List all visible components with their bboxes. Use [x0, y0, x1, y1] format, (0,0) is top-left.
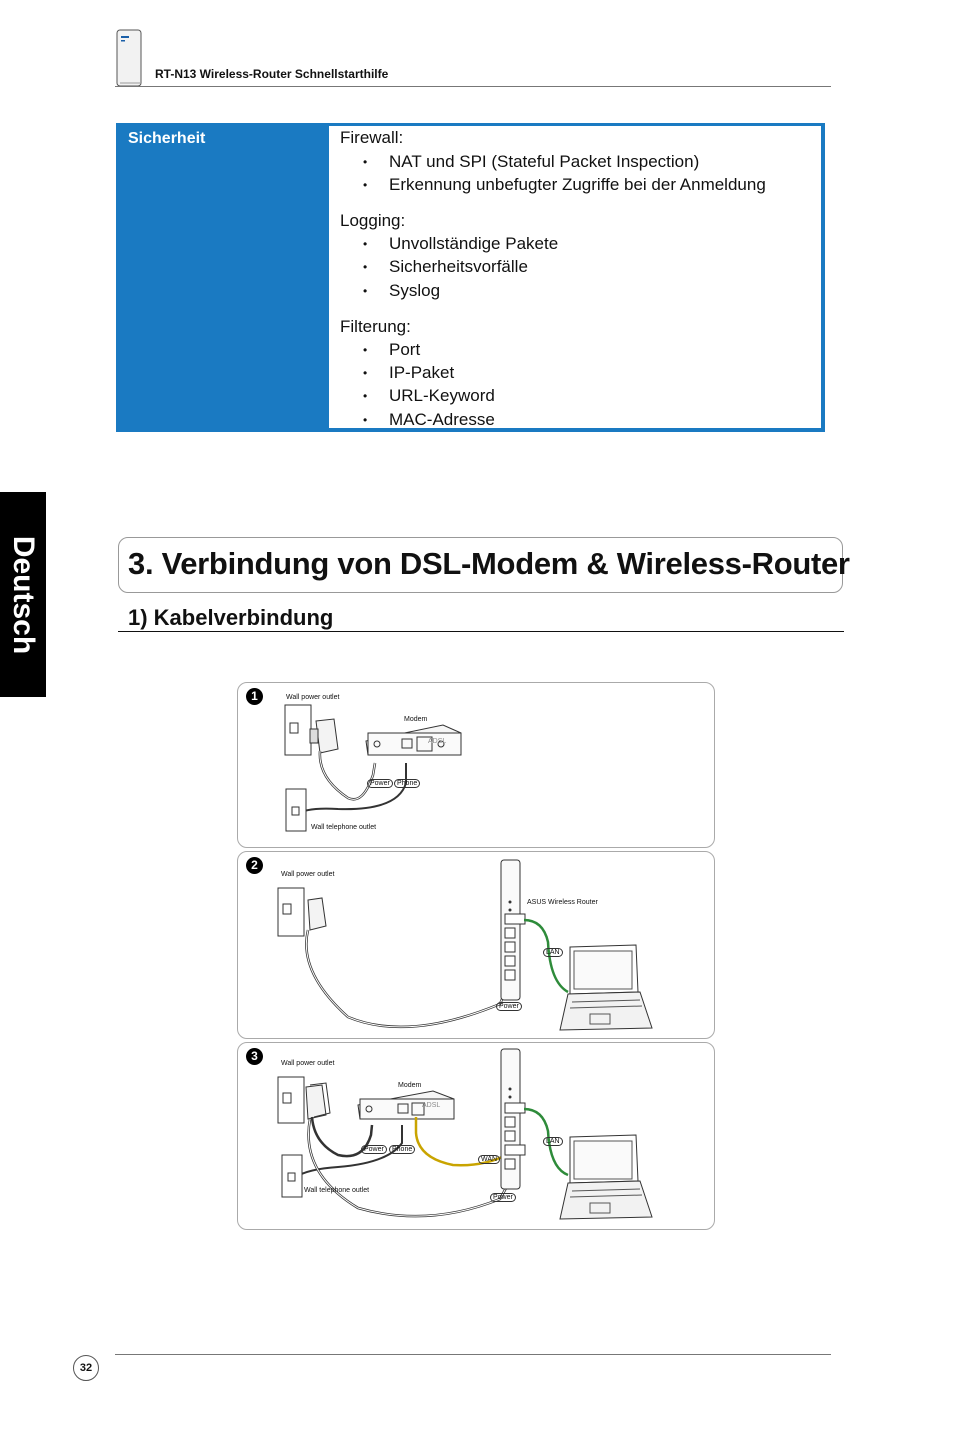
step-number-badge: 1	[246, 688, 263, 705]
wall-power-outlet-label: Wall power outlet	[286, 694, 340, 701]
header-title: RT-N13 Wireless-Router Schnellstarthilfe	[155, 67, 389, 81]
section-title: 1) Kabelverbindung	[128, 605, 334, 630]
adsl-label: ADSL	[428, 738, 447, 745]
phone-port-label: Phone	[389, 1145, 416, 1154]
chapter-title: 3. Verbindung von DSL-Modem & Wireless-R…	[128, 546, 850, 581]
wall-telephone-outlet-label: Wall telephone outlet	[311, 824, 377, 831]
lan-port-label: LAN	[543, 1137, 563, 1146]
chapter-title-box	[118, 537, 843, 593]
page-number: 32	[73, 1355, 99, 1381]
footer-divider	[115, 1354, 831, 1355]
list-item: •Unvollständige Pakete	[363, 234, 559, 253]
firewall-title: Firewall:	[340, 128, 404, 147]
language-side-tab	[0, 492, 46, 697]
router-power-port-label: Power	[490, 1193, 516, 1202]
header-divider	[115, 86, 831, 87]
power-port-label: Power	[496, 1002, 522, 1011]
step-number-badge: 2	[246, 857, 263, 874]
modem-label: Modem	[404, 716, 428, 723]
step-number-badge: 3	[246, 1048, 263, 1065]
lan-port-label: LAN	[543, 948, 563, 957]
section-divider	[118, 631, 844, 632]
list-item: •IP-Paket	[363, 363, 455, 382]
modem-connection-diagram	[284, 704, 462, 832]
security-label: Sicherheit	[128, 130, 206, 147]
wall-telephone-outlet-label: Wall telephone outlet	[304, 1187, 370, 1194]
power-port-label: Power	[361, 1145, 387, 1154]
wan-port-label: WAN	[478, 1155, 501, 1164]
list-item: •NAT und SPI (Stateful Packet Inspection…	[363, 152, 700, 171]
router-label: ASUS Wireless Router	[527, 899, 598, 906]
list-item: •Sicherheitsvorfälle	[363, 257, 528, 276]
adsl-label: ADSL	[422, 1102, 441, 1109]
modem-label: Modem	[398, 1082, 422, 1089]
wall-power-outlet-label: Wall power outlet	[281, 1060, 335, 1067]
list-item: •MAC-Adresse	[363, 410, 495, 429]
filtering-title: Filterung:	[340, 317, 411, 336]
diagram-step-1	[237, 682, 715, 848]
power-port-label: Power	[367, 779, 393, 788]
list-item: •Erkennung unbefugter Zugriffe bei der A…	[363, 175, 766, 194]
phone-port-label: Phone	[394, 779, 421, 788]
list-item: •URL-Keyword	[363, 386, 495, 405]
wall-power-outlet-label: Wall power outlet	[281, 871, 335, 878]
full-connection-diagram	[277, 1048, 653, 1220]
list-item: •Syslog	[363, 281, 441, 300]
logging-title: Logging:	[340, 211, 406, 230]
list-item: •Port	[363, 340, 421, 359]
language-side-tab-label: Deutsch	[7, 535, 40, 655]
router-connection-diagram	[277, 859, 653, 1031]
security-table-content	[329, 126, 821, 428]
router-thumbnail-icon	[116, 29, 142, 87]
